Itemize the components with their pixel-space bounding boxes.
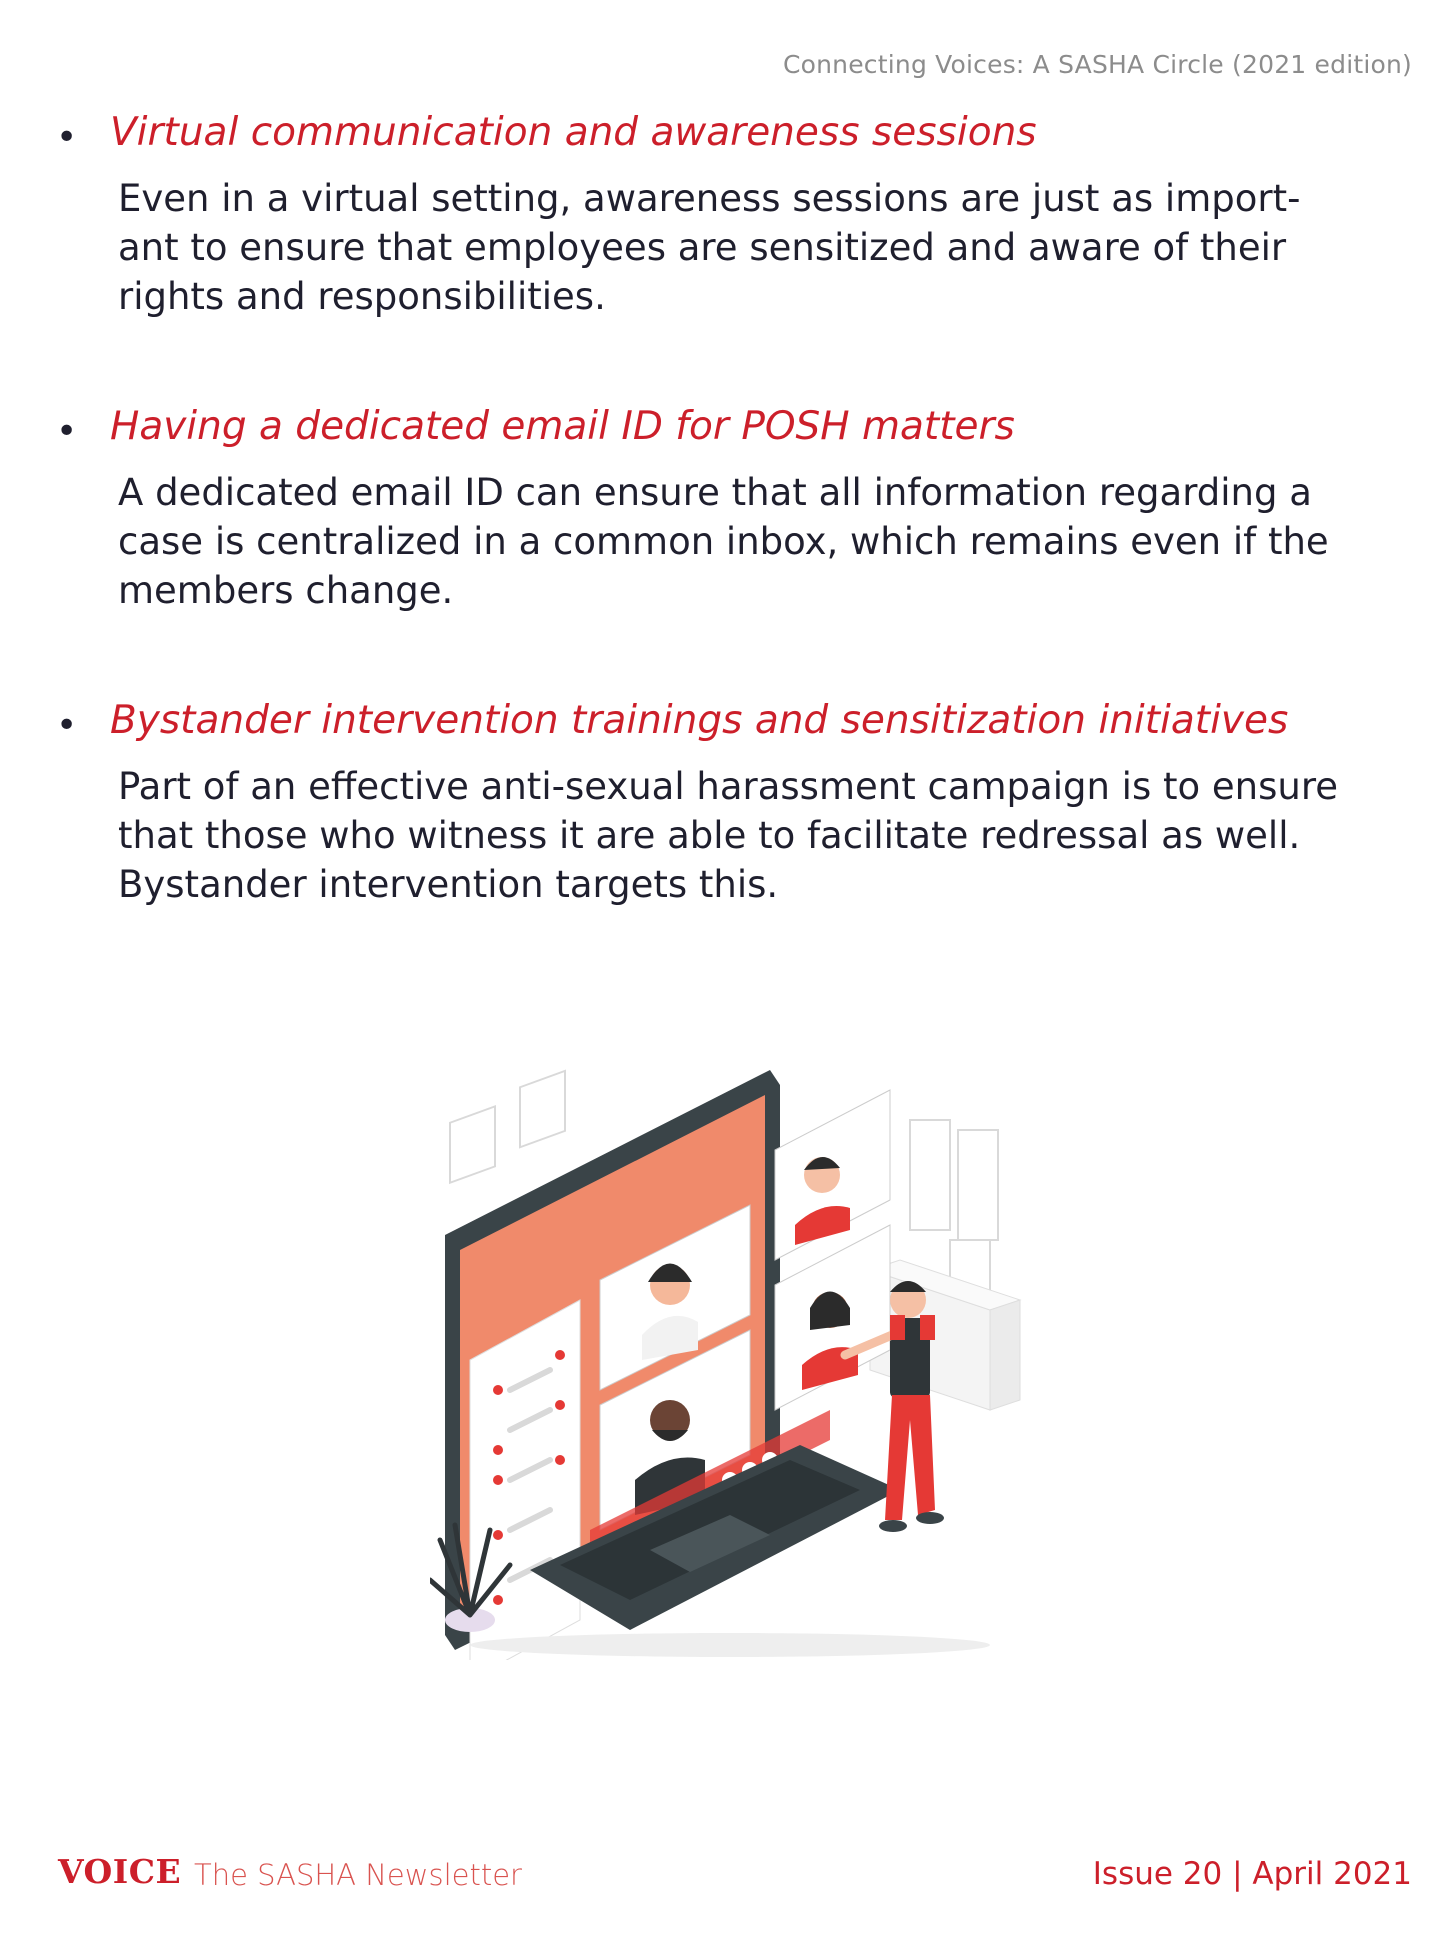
- floor-shadow: [470, 1633, 990, 1657]
- footer-subtitle: The SASHA Newsletter: [194, 1858, 522, 1892]
- video-conference-illustration: [430, 1069, 1022, 1660]
- wall-frames: [449, 1069, 999, 1296]
- section-body: A dedicated email ID can ensure that all…: [118, 468, 1418, 615]
- body-line: ant to ensure that employees are sensiti…: [118, 226, 1287, 269]
- video-tile-woman: [599, 1204, 751, 1391]
- body-line: Even in a virtual setting, awareness ses…: [118, 177, 1301, 220]
- section-title: Virtual communication and awareness sess…: [110, 110, 1037, 155]
- potted-plant: [430, 1522, 513, 1632]
- bullet-marker: •: [56, 117, 78, 158]
- body-line: case is centralized in a common inbox, w…: [118, 520, 1329, 563]
- running-header: Connecting Voices: A SASHA Circle (2021 …: [782, 50, 1412, 79]
- section-dedicated-email: • Having a dedicated email ID for POSH m…: [0, 402, 1456, 612]
- bullet-marker: •: [56, 705, 78, 746]
- section-virtual-sessions: • Virtual communication and awareness se…: [0, 108, 1456, 318]
- standing-man: [840, 1281, 944, 1532]
- video-tile-young-man: [774, 1089, 891, 1261]
- laptop-keyboard: [530, 1445, 900, 1630]
- section-body: Part of an effective anti-sexual harassm…: [118, 762, 1418, 909]
- section-title: Bystander intervention trainings and sen…: [110, 698, 1289, 743]
- body-line: Bystander intervention targets this.: [118, 863, 779, 906]
- body-line: rights and responsibilities.: [118, 275, 606, 318]
- section-body: Even in a virtual setting, awareness ses…: [118, 174, 1418, 321]
- body-line: Part of an effective anti-sexual harassm…: [118, 765, 1339, 808]
- bullet-marker: •: [56, 411, 78, 452]
- footer-issue: Issue 20 | April 2021: [1092, 1856, 1412, 1892]
- chat-panel: [469, 1299, 581, 1660]
- section-bystander-intervention: • Bystander intervention trainings and s…: [0, 696, 1456, 906]
- video-tile-woman-curly: [774, 1224, 891, 1411]
- body-line: members change.: [118, 569, 454, 612]
- footer-brand: VOICE: [58, 1852, 182, 1891]
- body-line: A dedicated email ID can ensure that all…: [118, 471, 1312, 514]
- body-line: that those who witness it are able to fa…: [118, 814, 1301, 857]
- section-title: Having a dedicated email ID for POSH mat…: [110, 404, 1015, 449]
